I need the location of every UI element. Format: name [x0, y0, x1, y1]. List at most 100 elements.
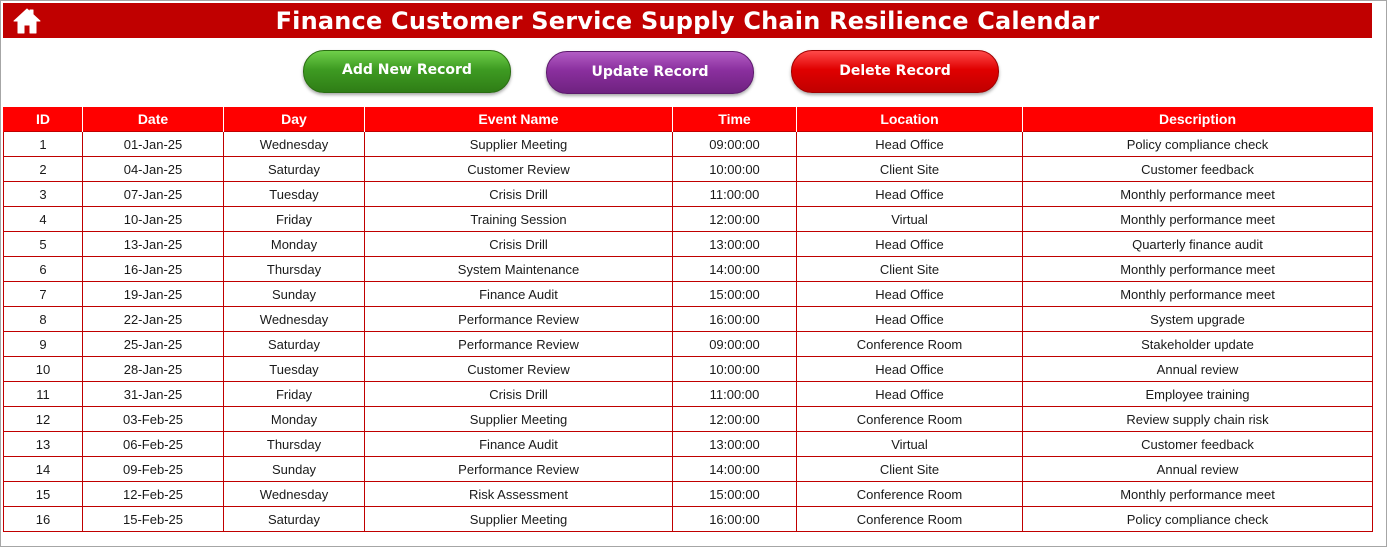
- cell-date[interactable]: 25-Jan-25: [82, 331, 224, 357]
- cell-date[interactable]: 10-Jan-25: [82, 206, 224, 232]
- cell-time[interactable]: 11:00:00: [672, 381, 797, 407]
- home-icon[interactable]: [11, 6, 43, 36]
- cell-event-name[interactable]: Crisis Drill: [364, 381, 673, 407]
- cell-id[interactable]: 6: [3, 256, 83, 282]
- cell-time[interactable]: 16:00:00: [672, 506, 797, 532]
- cell-date[interactable]: 06-Feb-25: [82, 431, 224, 457]
- cell-description[interactable]: Stakeholder update: [1022, 331, 1373, 357]
- cell-day[interactable]: Wednesday: [223, 481, 365, 507]
- cell-date[interactable]: 28-Jan-25: [82, 356, 224, 382]
- cell-time[interactable]: 14:00:00: [672, 456, 797, 482]
- cell-event-name[interactable]: Customer Review: [364, 156, 673, 182]
- cell-event-name[interactable]: Finance Audit: [364, 431, 673, 457]
- cell-day[interactable]: Tuesday: [223, 181, 365, 207]
- cell-id[interactable]: 4: [3, 206, 83, 232]
- cell-description[interactable]: System upgrade: [1022, 306, 1373, 332]
- cell-time[interactable]: 16:00:00: [672, 306, 797, 332]
- cell-date[interactable]: 22-Jan-25: [82, 306, 224, 332]
- cell-location[interactable]: Head Office: [796, 181, 1023, 207]
- cell-id[interactable]: 7: [3, 281, 83, 307]
- cell-location[interactable]: Head Office: [796, 356, 1023, 382]
- cell-description[interactable]: Monthly performance meet: [1022, 181, 1373, 207]
- cell-day[interactable]: Monday: [223, 406, 365, 432]
- cell-location[interactable]: Head Office: [796, 231, 1023, 257]
- cell-location[interactable]: Head Office: [796, 281, 1023, 307]
- cell-day[interactable]: Friday: [223, 381, 365, 407]
- add-new-record-button[interactable]: Add New Record: [303, 50, 511, 93]
- cell-time[interactable]: 12:00:00: [672, 206, 797, 232]
- cell-location[interactable]: Client Site: [796, 256, 1023, 282]
- cell-day[interactable]: Thursday: [223, 256, 365, 282]
- cell-date[interactable]: 12-Feb-25: [82, 481, 224, 507]
- cell-event-name[interactable]: Training Session: [364, 206, 673, 232]
- cell-date[interactable]: 31-Jan-25: [82, 381, 224, 407]
- cell-description[interactable]: Annual review: [1022, 456, 1373, 482]
- cell-location[interactable]: Head Office: [796, 131, 1023, 157]
- cell-event-name[interactable]: Supplier Meeting: [364, 406, 673, 432]
- cell-event-name[interactable]: System Maintenance: [364, 256, 673, 282]
- cell-day[interactable]: Saturday: [223, 331, 365, 357]
- cell-id[interactable]: 12: [3, 406, 83, 432]
- cell-location[interactable]: Conference Room: [796, 481, 1023, 507]
- cell-description[interactable]: Monthly performance meet: [1022, 281, 1373, 307]
- cell-day[interactable]: Sunday: [223, 456, 365, 482]
- cell-event-name[interactable]: Crisis Drill: [364, 181, 673, 207]
- cell-description[interactable]: Customer feedback: [1022, 431, 1373, 457]
- cell-id[interactable]: 5: [3, 231, 83, 257]
- cell-id[interactable]: 13: [3, 431, 83, 457]
- cell-event-name[interactable]: Finance Audit: [364, 281, 673, 307]
- cell-location[interactable]: Conference Room: [796, 331, 1023, 357]
- cell-description[interactable]: Employee training: [1022, 381, 1373, 407]
- cell-location[interactable]: Head Office: [796, 306, 1023, 332]
- cell-id[interactable]: 15: [3, 481, 83, 507]
- cell-description[interactable]: Quarterly finance audit: [1022, 231, 1373, 257]
- cell-day[interactable]: Saturday: [223, 506, 365, 532]
- cell-time[interactable]: 15:00:00: [672, 481, 797, 507]
- cell-date[interactable]: 03-Feb-25: [82, 406, 224, 432]
- cell-location[interactable]: Client Site: [796, 156, 1023, 182]
- cell-time[interactable]: 13:00:00: [672, 231, 797, 257]
- cell-day[interactable]: Sunday: [223, 281, 365, 307]
- cell-event-name[interactable]: Supplier Meeting: [364, 506, 673, 532]
- cell-location[interactable]: Client Site: [796, 456, 1023, 482]
- cell-description[interactable]: Monthly performance meet: [1022, 256, 1373, 282]
- cell-description[interactable]: Policy compliance check: [1022, 506, 1373, 532]
- cell-date[interactable]: 04-Jan-25: [82, 156, 224, 182]
- cell-event-name[interactable]: Performance Review: [364, 456, 673, 482]
- cell-date[interactable]: 07-Jan-25: [82, 181, 224, 207]
- cell-id[interactable]: 8: [3, 306, 83, 332]
- cell-id[interactable]: 1: [3, 131, 83, 157]
- cell-day[interactable]: Wednesday: [223, 131, 365, 157]
- cell-date[interactable]: 16-Jan-25: [82, 256, 224, 282]
- cell-date[interactable]: 13-Jan-25: [82, 231, 224, 257]
- cell-id[interactable]: 16: [3, 506, 83, 532]
- cell-id[interactable]: 9: [3, 331, 83, 357]
- cell-event-name[interactable]: Customer Review: [364, 356, 673, 382]
- cell-event-name[interactable]: Performance Review: [364, 306, 673, 332]
- cell-day[interactable]: Wednesday: [223, 306, 365, 332]
- cell-date[interactable]: 01-Jan-25: [82, 131, 224, 157]
- cell-time[interactable]: 15:00:00: [672, 281, 797, 307]
- cell-id[interactable]: 14: [3, 456, 83, 482]
- cell-day[interactable]: Tuesday: [223, 356, 365, 382]
- cell-time[interactable]: 11:00:00: [672, 181, 797, 207]
- cell-event-name[interactable]: Supplier Meeting: [364, 131, 673, 157]
- cell-description[interactable]: Monthly performance meet: [1022, 481, 1373, 507]
- cell-day[interactable]: Saturday: [223, 156, 365, 182]
- cell-day[interactable]: Monday: [223, 231, 365, 257]
- cell-location[interactable]: Virtual: [796, 206, 1023, 232]
- cell-id[interactable]: 11: [3, 381, 83, 407]
- cell-time[interactable]: 12:00:00: [672, 406, 797, 432]
